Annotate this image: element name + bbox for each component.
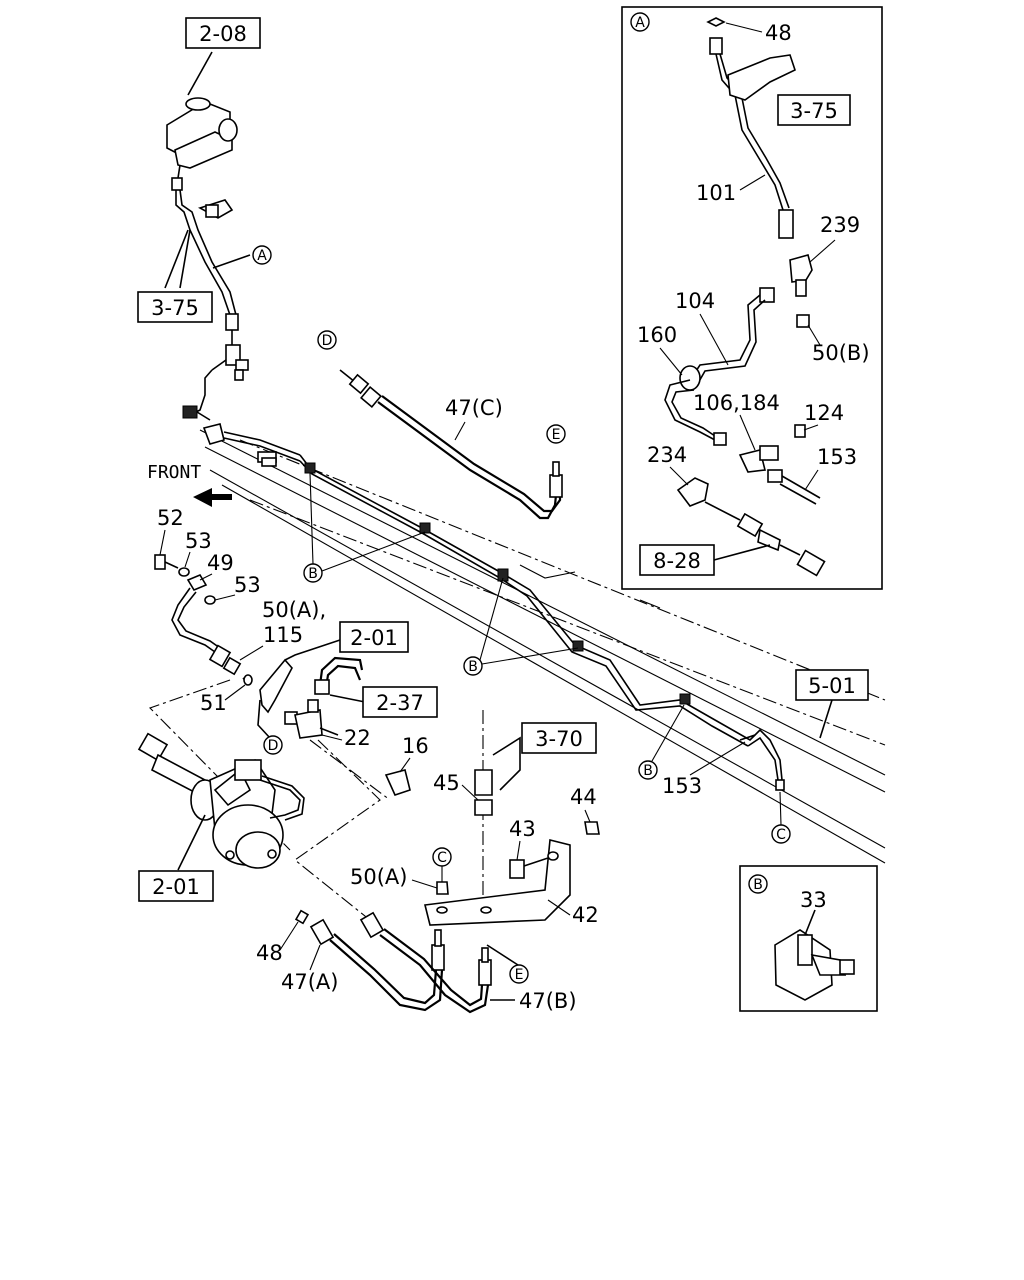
ref-box-5-01: 5-01 [795,669,869,701]
svg-text:2-01: 2-01 [350,626,398,650]
svg-text:101: 101 [696,181,736,205]
svg-text:D: D [322,333,333,349]
ref-box-8-28: 8-28 [639,544,715,576]
callout-b-3: B [638,760,658,780]
svg-text:5-01: 5-01 [808,674,856,698]
svg-text:33: 33 [800,888,827,912]
master-pipe [164,189,301,467]
svg-text:115: 115 [263,623,303,647]
svg-text:47(C): 47(C) [445,396,503,420]
svg-text:239: 239 [820,213,860,237]
ref-box-3-70: 3-70 [521,722,597,754]
svg-text:53: 53 [234,573,261,597]
svg-text:E: E [515,967,524,983]
svg-text:3-75: 3-75 [151,296,199,320]
svg-text:FRONT: FRONT [147,462,201,483]
svg-text:2-37: 2-37 [376,691,424,715]
svg-text:D: D [268,738,279,754]
svg-text:53: 53 [185,529,212,553]
svg-text:3-70: 3-70 [535,727,583,751]
callout-d-1: D [317,330,337,350]
svg-text:3-75: 3-75 [790,99,838,123]
svg-text:B: B [643,763,653,779]
svg-text:104: 104 [675,289,715,313]
callout-c-2: C [432,847,452,867]
ref-box-2-37: 2-37 [362,686,438,718]
svg-text:E: E [552,427,561,443]
front-arrow-icon [193,488,232,507]
svg-text:B: B [308,566,318,582]
frame-rail [199,429,886,864]
callout-b-2: B [463,656,483,676]
svg-text:B: B [468,659,478,675]
svg-text:22: 22 [344,726,371,750]
svg-text:160: 160 [637,323,677,347]
svg-text:124: 124 [804,401,844,425]
svg-text:C: C [776,827,786,843]
inset-b [739,865,878,1012]
svg-text:51: 51 [200,691,227,715]
bracket-42 [384,710,600,926]
svg-text:2-01: 2-01 [152,875,200,899]
svg-text:106,184: 106,184 [693,391,780,415]
svg-text:50(A): 50(A) [350,865,407,889]
callout-b-1: B [303,563,323,583]
svg-text:49: 49 [207,551,234,575]
svg-text:52: 52 [157,506,184,530]
callout-a-main: A [252,245,272,265]
ref-box-3-75-left: 3-75 [137,291,213,323]
svg-text:2-08: 2-08 [199,22,247,46]
svg-text:C: C [437,850,447,866]
svg-text:8-28: 8-28 [653,549,701,573]
svg-text:47(A): 47(A) [281,970,338,994]
ref-box-2-08: 2-08 [185,17,261,49]
hose-47c [339,369,563,520]
master-cylinder [166,51,238,191]
svg-text:42: 42 [572,903,599,927]
callout-d-2: D [263,735,283,755]
svg-text:A: A [257,248,267,264]
svg-text:43: 43 [509,817,536,841]
svg-text:B: B [753,877,763,893]
callout-e-2: E [509,964,529,984]
callout-c-1: C [771,824,791,844]
svg-text:A: A [635,15,645,31]
ref-box-3-75-inset: 3-75 [777,94,851,126]
main-pipe-153 [299,454,785,791]
svg-text:50(B): 50(B) [812,341,870,365]
svg-text:48: 48 [765,21,792,45]
svg-text:153: 153 [817,445,857,469]
part-labels: FRONT 47(C) 52 53 49 53 50(A), 115 51 22… [147,21,870,1013]
callout-e-1: E [546,424,566,444]
svg-text:45: 45 [433,771,460,795]
callout-a-inset: A [630,12,650,32]
svg-text:47(B): 47(B) [519,989,577,1013]
inset-a [621,6,883,590]
svg-text:50(A),: 50(A), [262,598,326,622]
slave-cylinder [137,732,305,871]
svg-text:48: 48 [256,941,283,965]
callout-b-inset: B [748,874,768,894]
svg-text:234: 234 [647,443,687,467]
svg-text:16: 16 [402,734,429,758]
svg-text:153: 153 [662,774,702,798]
ref-box-2-01-mid: 2-01 [339,621,409,653]
hose-2-37 [284,656,366,739]
bracket-d [257,639,341,739]
svg-text:44: 44 [570,785,597,809]
hoses-47ab [294,909,519,1014]
ref-box-2-01-left: 2-01 [138,870,214,902]
